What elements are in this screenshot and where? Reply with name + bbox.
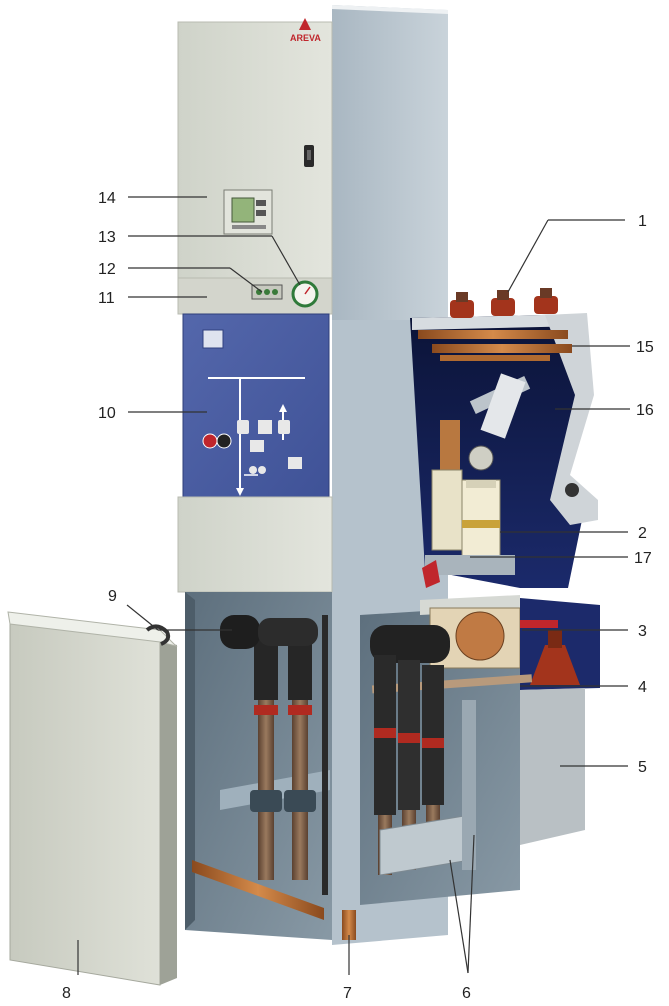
lower-side-panel [520, 688, 585, 845]
front-plate [177, 496, 333, 593]
callout-14: 14 [98, 190, 116, 207]
callout-9: 9 [108, 588, 117, 605]
callout-4: 4 [638, 679, 647, 696]
switch-position-indicators [237, 420, 302, 469]
breaker-control-buttons[interactable] [202, 433, 232, 449]
callout-7: 7 [343, 985, 352, 1002]
voltage-transformer [520, 620, 580, 685]
callout-6: 6 [462, 985, 471, 1002]
callout-3: 3 [638, 623, 647, 640]
callout-8: 8 [62, 985, 71, 1002]
callout-16: 16 [636, 402, 654, 419]
callout-10: 10 [98, 405, 116, 422]
vacuum-circuit-breaker [431, 445, 501, 561]
operating-shaft-sockets[interactable] [249, 466, 266, 474]
busbar-bushings [450, 288, 558, 318]
mimic-panel [182, 313, 330, 498]
callout-labels: 1 2 3 4 5 6 7 8 9 10 11 12 13 14 15 16 1… [62, 190, 654, 1002]
breaker-mechanism [425, 555, 515, 575]
callout-2: 2 [638, 525, 647, 542]
disconnector [440, 373, 531, 480]
circuit-breaker-compartment [410, 288, 598, 588]
earthing-strap [342, 910, 356, 940]
protection-relay[interactable] [223, 189, 273, 235]
brand-name: AREVA [290, 33, 321, 43]
callout-1: 1 [638, 213, 647, 230]
callout-11: 11 [98, 290, 115, 307]
cable-connectors [220, 615, 318, 649]
main-busbars [418, 330, 572, 361]
lower-cable-compartment [360, 595, 600, 905]
callout-13: 13 [98, 229, 116, 246]
removed-cable-door [7, 611, 178, 986]
voltage-indicators [251, 284, 283, 300]
callout-5: 5 [638, 759, 647, 776]
leader-lines [77, 196, 630, 975]
cable-compartment [185, 592, 332, 940]
areva-logo: AREVA [290, 18, 321, 43]
callout-12: 12 [98, 261, 116, 278]
pressure-gauge [291, 280, 319, 308]
cabinet-front: AREVA [177, 18, 356, 940]
callout-15: 15 [636, 339, 654, 356]
callout-17: 17 [634, 550, 652, 567]
